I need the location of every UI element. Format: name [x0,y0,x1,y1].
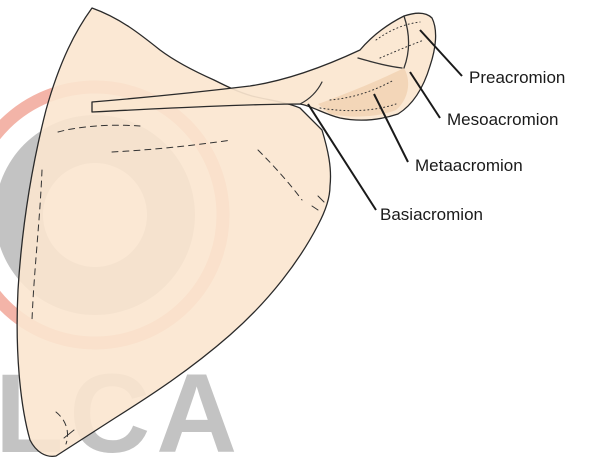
label-basiacromion: Basiacromion [380,205,483,224]
label-preacromion: Preacromion [469,68,565,87]
label-metaacromion: Metaacromion [415,156,523,175]
label-mesoacromion: Mesoacromion [447,110,559,129]
